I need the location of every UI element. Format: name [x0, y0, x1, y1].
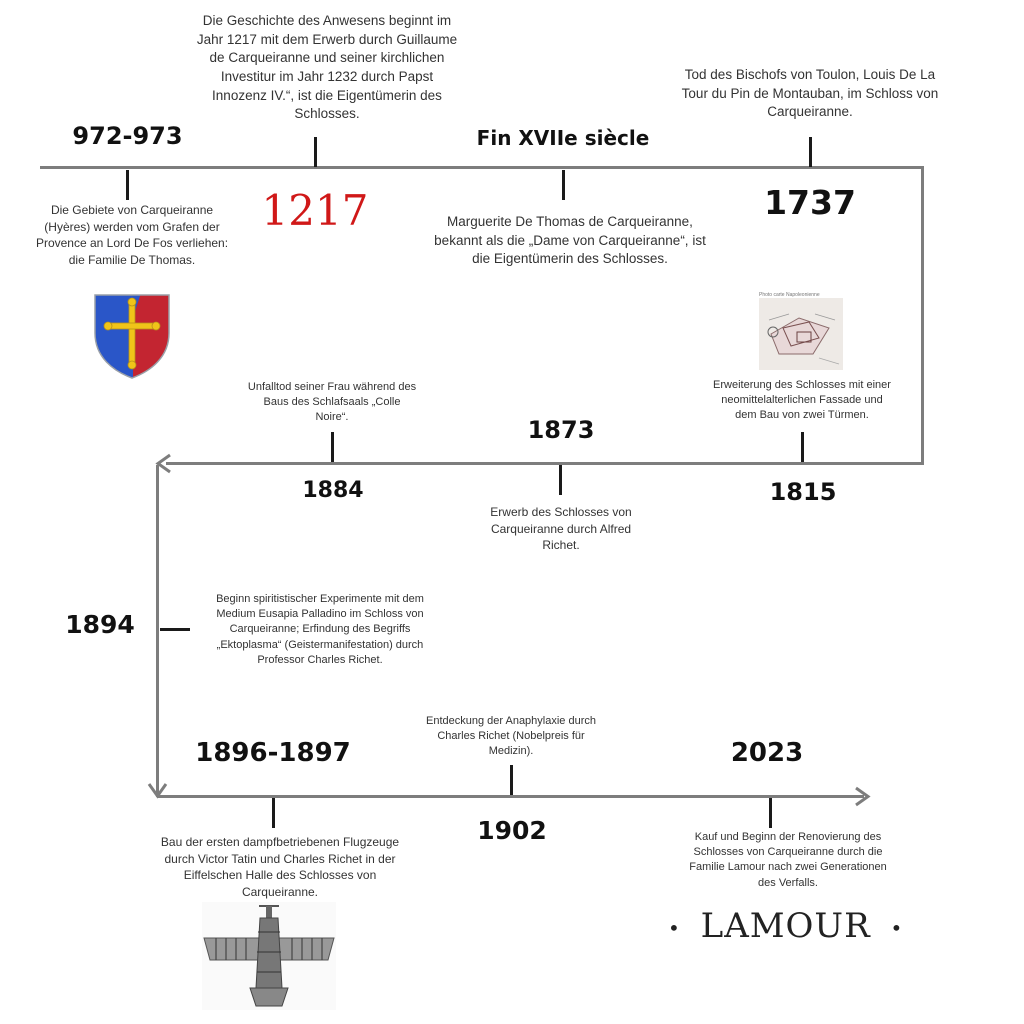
desc-1894: Beginn spiritistischer Experimente mit d…	[216, 593, 424, 666]
desc-1815: Erweiterung des Schlosses mit einer neom…	[713, 379, 891, 422]
tick-1896	[272, 798, 275, 828]
logo-bullet-left: •	[668, 916, 681, 940]
desc-1737: Tod des Bischofs von Toulon, Louis De La…	[681, 67, 939, 120]
map-sketch-image: Photo carte Napoleonienne	[759, 292, 843, 372]
desc-1896-1897: Bau der ersten dampfbetriebenen Flugzeug…	[160, 835, 400, 899]
logo-text: LAMOUR	[700, 906, 871, 946]
year-1217: 1217	[261, 186, 369, 235]
desc-1217: Die Geschichte des Anwesens beginnt im J…	[196, 13, 458, 122]
desc-fin-xviie-siecle: Marguerite De Thomas de Carqueiranne, be…	[434, 214, 706, 267]
arrow-down-icon	[147, 783, 168, 799]
desc-1902: Entdeckung der Anaphylaxie durch Charles…	[425, 715, 596, 758]
map-sketch-drawing	[759, 298, 843, 370]
year-1896-1897: 1896-1897	[195, 738, 351, 768]
desc-2023: Kauf und Beginn der Renovierung des Schl…	[689, 831, 887, 889]
year-1873: 1873	[527, 416, 595, 444]
tick-17c	[562, 170, 565, 200]
steam-airplane-image	[202, 902, 336, 1010]
timeline-bottom-line	[158, 795, 864, 798]
map-sketch-caption: Photo carte Napoleonienne	[759, 292, 820, 298]
tick-1894	[160, 628, 190, 631]
timeline-right-connector	[921, 166, 924, 465]
tick-1884	[331, 432, 334, 462]
timeline-middle-line	[166, 462, 924, 465]
year-fin-xviie-siecle: Fin XVIIe siècle	[476, 126, 650, 150]
year-1902: 1902	[477, 816, 547, 845]
year-1884: 1884	[302, 478, 364, 503]
year-2023: 2023	[730, 738, 804, 768]
tick-1217	[314, 137, 317, 167]
timeline-top-line	[40, 166, 924, 169]
tick-1902	[510, 765, 513, 795]
desc-972-973: Die Gebiete von Carqueiranne (Hyères) we…	[35, 203, 229, 267]
coat-of-arms-icon	[94, 294, 170, 379]
year-1815: 1815	[769, 478, 837, 506]
tick-1737	[809, 137, 812, 167]
year-1737: 1737	[764, 183, 856, 222]
logo-bullet-right: •	[890, 916, 904, 940]
desc-1884: Unfalltod seiner Frau während des Baus d…	[247, 381, 417, 424]
year-1894: 1894	[65, 610, 135, 639]
lamour-logo: • LAMOUR •	[668, 906, 903, 946]
timeline-left-connector	[156, 465, 159, 797]
arrow-left-icon	[155, 453, 171, 474]
tick-1815	[801, 432, 804, 462]
tick-2023	[769, 798, 772, 828]
tick-972	[126, 170, 129, 200]
tick-1873	[559, 465, 562, 495]
desc-1873: Erwerb des Schlosses von Carqueiranne du…	[490, 505, 632, 553]
year-972-973: 972-973	[72, 122, 183, 150]
arrow-right-icon	[855, 786, 871, 807]
